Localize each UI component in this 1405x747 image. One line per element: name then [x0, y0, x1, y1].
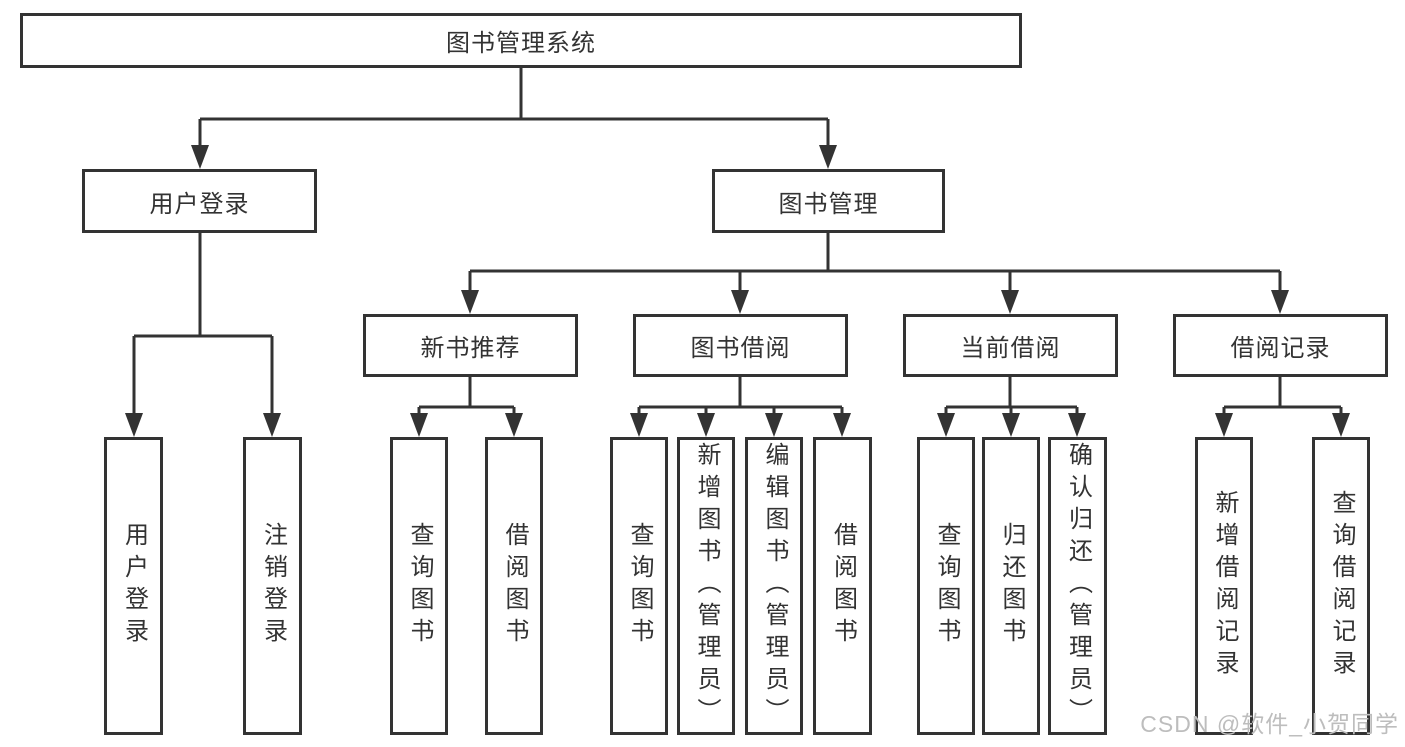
leaf-br-add-record-label: 新增借阅记录	[1211, 490, 1238, 682]
leaf-logout-label: 注销登录	[259, 522, 287, 650]
connector-current-borrow-leaves	[937, 377, 1086, 437]
node-new-book-rec-label: 新书推荐	[420, 335, 521, 362]
node-current-borrow-label: 当前借阅	[960, 335, 1061, 362]
node-book-borrow: 图书借阅	[633, 314, 848, 377]
leaf-bb-add-books-admin: 新增图书（管理员）	[677, 437, 735, 735]
connector-user-login-leaves	[125, 233, 281, 437]
node-book-mgmt-label: 图书管理	[778, 190, 879, 218]
node-book-borrow-label: 图书借阅	[690, 335, 791, 362]
leaf-bb-borrow-books-label: 借阅图书	[829, 522, 857, 650]
leaf-cb-return-books: 归还图书	[982, 437, 1040, 735]
leaf-bb-edit-books-admin: 编辑图书（管理员）	[745, 437, 803, 735]
leaf-bb-borrow-books: 借阅图书	[813, 437, 872, 735]
node-user-login-label: 用户登录	[149, 190, 250, 218]
node-current-borrow: 当前借阅	[903, 314, 1118, 377]
connector-borrow-records-leaves	[1215, 377, 1350, 437]
leaf-cb-query-books-label: 查询图书	[933, 522, 960, 650]
leaf-cb-confirm-return-admin-label: 确认归还（管理员）	[1064, 442, 1092, 730]
leaf-bb-edit-books-admin-label: 编辑图书（管理员）	[761, 442, 788, 730]
connector-book-mgmt-level3	[461, 233, 1289, 314]
node-root-label: 图书管理系统	[446, 30, 596, 57]
connector-root-to-level2	[191, 68, 837, 169]
leaf-br-add-record: 新增借阅记录	[1195, 437, 1253, 735]
node-book-mgmt: 图书管理	[712, 169, 945, 233]
leaf-bb-query-books-label: 查询图书	[626, 522, 653, 650]
leaf-logout: 注销登录	[243, 437, 302, 735]
leaf-cb-confirm-return-admin: 确认归还（管理员）	[1048, 437, 1107, 735]
connector-new-book-rec-leaves	[410, 377, 523, 437]
node-new-book-rec: 新书推荐	[363, 314, 578, 377]
leaf-bb-add-books-admin-label: 新增图书（管理员）	[693, 442, 720, 730]
node-borrow-records-label: 借阅记录	[1230, 335, 1331, 362]
leaf-br-query-record-label: 查询借阅记录	[1328, 490, 1355, 682]
node-root: 图书管理系统	[20, 13, 1022, 68]
csdn-watermark: CSDN @软件_小贺同学	[1140, 711, 1399, 737]
leaf-cb-return-books-label: 归还图书	[998, 522, 1025, 650]
node-user-login: 用户登录	[82, 169, 317, 233]
leaf-rec-query-books: 查询图书	[390, 437, 448, 735]
connector-book-borrow-leaves	[630, 377, 851, 437]
leaf-rec-borrow-books: 借阅图书	[485, 437, 543, 735]
leaf-br-query-record: 查询借阅记录	[1312, 437, 1370, 735]
leaf-rec-query-books-label: 查询图书	[406, 522, 433, 650]
node-borrow-records: 借阅记录	[1173, 314, 1388, 377]
leaf-rec-borrow-books-label: 借阅图书	[501, 522, 528, 650]
leaf-bb-query-books: 查询图书	[610, 437, 668, 735]
leaf-user-login-label: 用户登录	[120, 522, 148, 650]
leaf-cb-query-books: 查询图书	[917, 437, 975, 735]
leaf-user-login: 用户登录	[104, 437, 163, 735]
